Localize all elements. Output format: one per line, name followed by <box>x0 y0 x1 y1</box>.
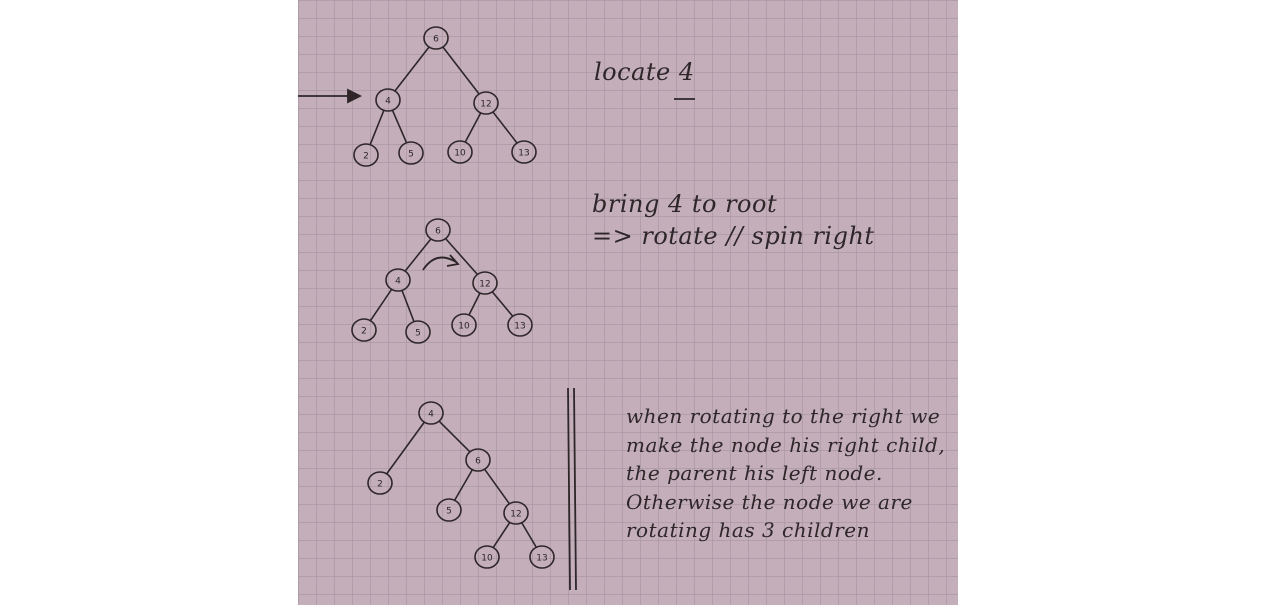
tree1-node-2: 2 <box>353 143 379 167</box>
tree2-node-circle <box>507 313 533 337</box>
tree2-node-label: 6 <box>435 227 441 237</box>
tree3-edge-6-5 <box>453 469 474 501</box>
tree1-node-label: 6 <box>433 35 439 45</box>
tree3-node-circle <box>418 401 444 425</box>
tree3-node-circle <box>529 545 555 569</box>
tree2-edge-12-13 <box>491 290 514 318</box>
tree2-edge-4-5 <box>401 289 415 323</box>
tree1-node-circle <box>423 26 449 50</box>
tree2-node-2: 2 <box>351 318 377 342</box>
tree3-node-label: 4 <box>428 410 434 420</box>
tree3-node-label: 12 <box>510 510 521 520</box>
rotation-diagram: 6 4 12 2 5 10 13 6 4 12 2 5 10 13 4 2 6 5 12 10 13 <box>298 0 958 605</box>
tree3-node-circle <box>465 448 491 472</box>
tree2-node-10: 10 <box>451 313 477 337</box>
tree3-node-13: 13 <box>529 545 555 569</box>
tree3-node-2: 2 <box>367 471 393 495</box>
tree1-edge-12-10 <box>464 112 482 143</box>
tree3-edge-12-13 <box>520 522 538 548</box>
tree1-edge-4-5 <box>391 109 408 144</box>
tree1-node-circle <box>375 88 401 112</box>
tree1-node-circle <box>398 141 424 165</box>
tree3-edge-4-2 <box>385 421 426 475</box>
tree1-node-10: 10 <box>447 140 473 164</box>
tree1-node-13: 13 <box>511 140 537 164</box>
step1-note: locate 4 <box>594 58 695 86</box>
tree1-edge-6-4 <box>394 46 430 92</box>
divider-line-left <box>567 387 571 591</box>
tree3-node-6: 6 <box>465 448 491 472</box>
tree2-node-circle <box>451 313 477 337</box>
tree2-node-circle <box>425 218 451 242</box>
tree3-node-label: 13 <box>536 554 547 564</box>
rotate-right-arrowhead <box>446 254 460 267</box>
tree3-node-label: 6 <box>475 457 481 467</box>
tree1-node-label: 12 <box>480 100 491 110</box>
tree3-node-label: 10 <box>481 554 493 564</box>
tree1-edge-12-13 <box>492 111 518 144</box>
step2-note-line1: bring 4 to root <box>592 190 778 218</box>
tree2-node-12: 12 <box>472 271 498 295</box>
tree1-node-label: 13 <box>518 149 529 159</box>
tree2-node-4: 4 <box>385 268 411 292</box>
tree2-node-label: 10 <box>458 322 470 332</box>
rotate-right-arrow <box>422 256 457 271</box>
tree3-node-label: 5 <box>446 507 452 517</box>
tree2-node-6: 6 <box>425 218 451 242</box>
tree3-node-12: 12 <box>503 501 529 525</box>
tree1-node-circle <box>473 91 499 115</box>
divider-line-right <box>573 387 577 591</box>
tree2-edge-6-4 <box>404 238 432 272</box>
tree2-node-13: 13 <box>507 313 533 337</box>
tree2-node-label: 13 <box>514 322 525 332</box>
tree2-node-label: 12 <box>479 280 490 290</box>
tree2-node-5: 5 <box>405 320 431 344</box>
pointer-arrowhead <box>347 88 363 104</box>
tree2-node-circle <box>405 320 431 344</box>
tree3-node-circle <box>436 498 462 522</box>
tree3-node-circle <box>367 471 393 495</box>
explanation-note: when rotating to the right we make the n… <box>626 404 946 543</box>
tree3-edge-6-12 <box>483 468 511 505</box>
tree3-node-5: 5 <box>436 498 462 522</box>
step2-note-line2: => rotate // spin right <box>592 222 875 250</box>
tree1-edge-4-2 <box>369 109 385 146</box>
tree1-node-6: 6 <box>423 26 449 50</box>
tree3-edge-4-6 <box>438 420 471 453</box>
tree1-node-5: 5 <box>398 141 424 165</box>
tree2-edge-12-10 <box>468 292 481 316</box>
tree2-node-circle <box>385 268 411 292</box>
tree1-node-label: 5 <box>408 150 414 160</box>
tree1-node-circle <box>511 140 537 164</box>
tree2-node-label: 4 <box>395 277 401 287</box>
tree1-edge-6-12 <box>442 46 480 95</box>
tree3-node-circle <box>503 501 529 525</box>
tree1-node-label: 4 <box>385 97 391 107</box>
tree3-edge-12-10 <box>492 521 511 549</box>
tree3-node-10: 10 <box>474 545 500 569</box>
tree1-node-circle <box>447 140 473 164</box>
tree1-node-label: 2 <box>363 152 369 162</box>
tree2-node-label: 5 <box>415 329 421 339</box>
tree2-node-label: 2 <box>361 327 367 337</box>
tree2-edge-4-2 <box>369 288 393 322</box>
tree2-edge-6-12 <box>444 237 479 276</box>
tree3-node-4: 4 <box>418 401 444 425</box>
tree1-node-12: 12 <box>473 91 499 115</box>
tree2-node-circle <box>472 271 498 295</box>
tree3-node-label: 2 <box>377 480 383 490</box>
tree2-node-circle <box>351 318 377 342</box>
tree1-node-4: 4 <box>375 88 401 112</box>
tree1-node-label: 10 <box>454 149 466 159</box>
grid-background <box>298 0 958 605</box>
tree1-node-circle <box>353 143 379 167</box>
tree3-node-circle <box>474 545 500 569</box>
